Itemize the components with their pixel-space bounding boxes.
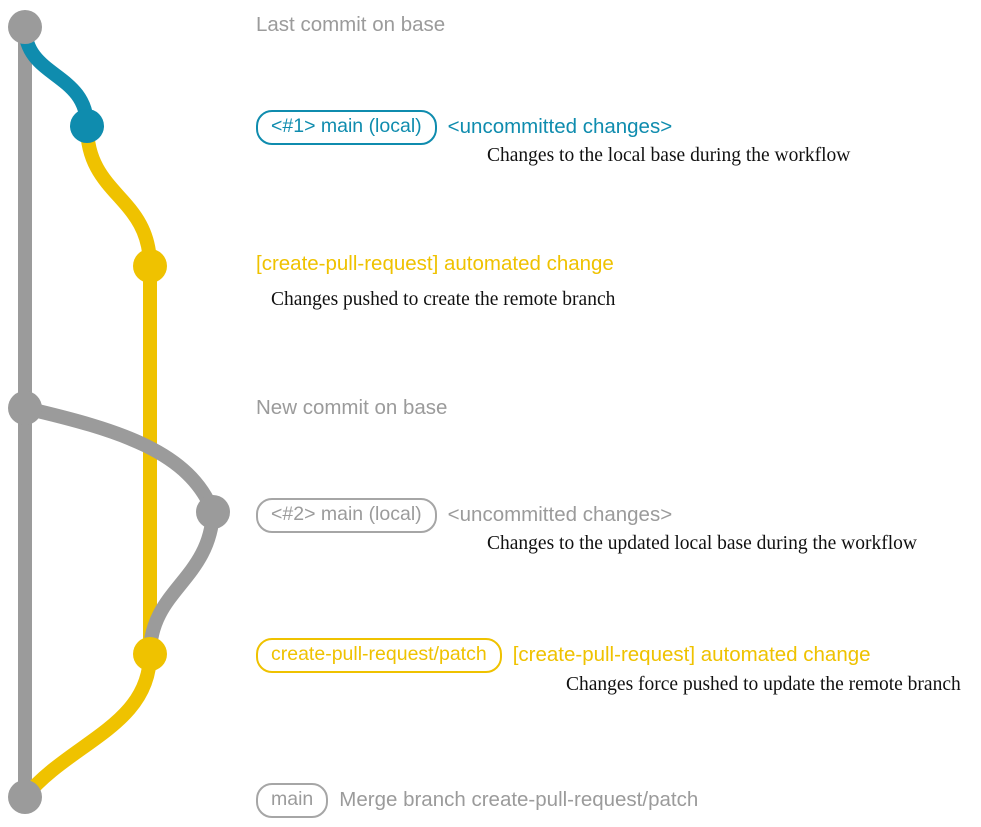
patch-branch-line-1 — [80, 119, 157, 273]
ref-chip-main-local-1[interactable]: <#1> main (local) — [256, 110, 437, 145]
patch-branch-line-2 — [143, 505, 220, 661]
commit-label-last-commit-on-base: Last commit on base — [256, 13, 446, 36]
commit-dot-patch-1 — [133, 249, 167, 283]
commit-label-automated-change-2: create-pull-request/patch [create-pull-r… — [256, 638, 871, 673]
commit-subject: Merge branch create-pull-request/patch — [339, 788, 699, 811]
commit-note-local-uncommitted-2: Changes to the updated local base during… — [487, 533, 917, 554]
commit-note-local-uncommitted-1: Changes to the local base during the wor… — [487, 145, 851, 166]
commit-label-merge-commit: main Merge branch create-pull-request/pa… — [256, 783, 698, 818]
ref-chip-create-pull-request-patch[interactable]: create-pull-request/patch — [256, 638, 502, 673]
commit-dot-local-1 — [70, 109, 104, 143]
merge-line — [18, 647, 157, 804]
commit-note-automated-change-2: Changes force pushed to update the remot… — [566, 674, 961, 695]
local-branch-line-2 — [18, 401, 220, 519]
commit-dot-merge — [8, 780, 42, 814]
ref-chip-main[interactable]: main — [256, 783, 329, 818]
commit-label-new-commit-on-base: New commit on base — [256, 396, 448, 419]
commit-dot-base-new-commit — [8, 391, 42, 425]
commit-label-automated-change-1: [create-pull-request] automated change — [256, 252, 614, 275]
commit-dot-patch-2 — [133, 637, 167, 671]
commit-label-local-uncommitted-1: <#1> main (local) <uncommitted changes> — [256, 110, 672, 145]
commit-subject: <uncommitted changes> — [447, 115, 673, 138]
commit-dot-local-2 — [196, 495, 230, 529]
commit-label-local-uncommitted-2: <#2> main (local) <uncommitted changes> — [256, 498, 672, 533]
commit-dot-base-head — [8, 10, 42, 44]
commit-subject: New commit on base — [256, 396, 448, 419]
commit-subject: Last commit on base — [256, 13, 446, 36]
commit-subject: <uncommitted changes> — [447, 503, 673, 526]
ref-chip-main-local-2[interactable]: <#2> main (local) — [256, 498, 437, 533]
commit-note-automated-change-1: Changes pushed to create the remote bran… — [271, 289, 616, 310]
commit-subject: [create-pull-request] automated change — [512, 643, 871, 666]
commit-subject: [create-pull-request] automated change — [256, 252, 614, 275]
